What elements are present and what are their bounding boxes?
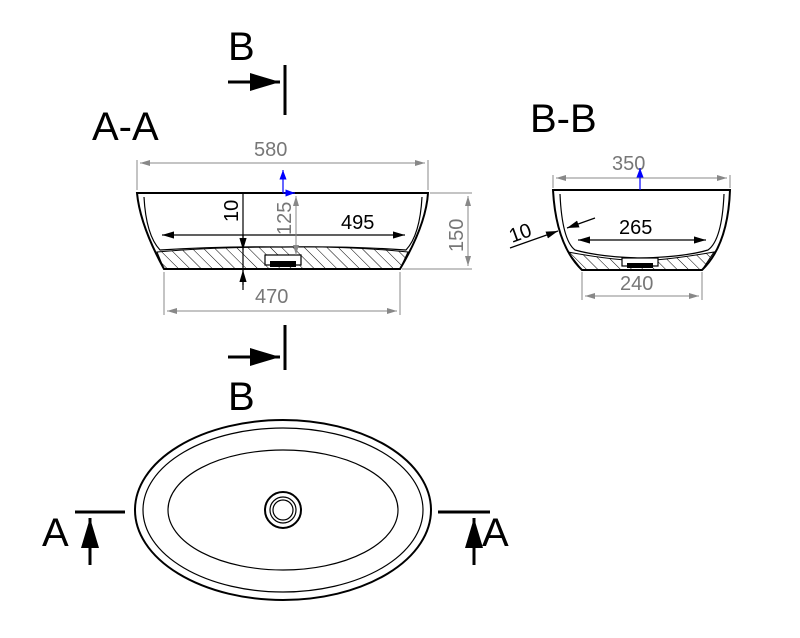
dim-aa-bottom-width: 470 — [255, 286, 288, 308]
dim-bb-bottom-width: 240 — [620, 273, 653, 295]
dim-aa-inner-depth: 125 — [274, 202, 296, 235]
section-title-aa: A-A — [92, 105, 159, 149]
section-bb-view: 350 240 265 10 — [506, 153, 732, 300]
section-title-bb: B-B — [530, 97, 597, 141]
drain-icon — [264, 491, 302, 529]
dim-bb-wall: 10 — [506, 219, 534, 247]
dim-bb-inner-width: 265 — [619, 217, 652, 239]
dim-aa-wall: 10 — [221, 200, 243, 222]
cut-line-b-bottom: B — [228, 325, 287, 419]
cut-label-a-left: A — [42, 511, 69, 555]
dim-aa-height: 150 — [446, 219, 468, 252]
plan-view — [134, 419, 432, 601]
dim-aa-top-width: 580 — [254, 139, 287, 161]
cut-label-b-bottom: B — [228, 375, 255, 419]
section-aa-view: 580 470 150 495 125 10 — [135, 139, 472, 315]
dim-aa-inner-width: 495 — [341, 212, 374, 234]
cut-label-b-top: B — [228, 25, 255, 69]
cut-label-a-right: A — [482, 511, 509, 555]
cut-line-a-right: A — [438, 510, 509, 565]
cut-line-a-left: A — [42, 510, 125, 565]
cut-line-b-top: B — [228, 25, 287, 115]
